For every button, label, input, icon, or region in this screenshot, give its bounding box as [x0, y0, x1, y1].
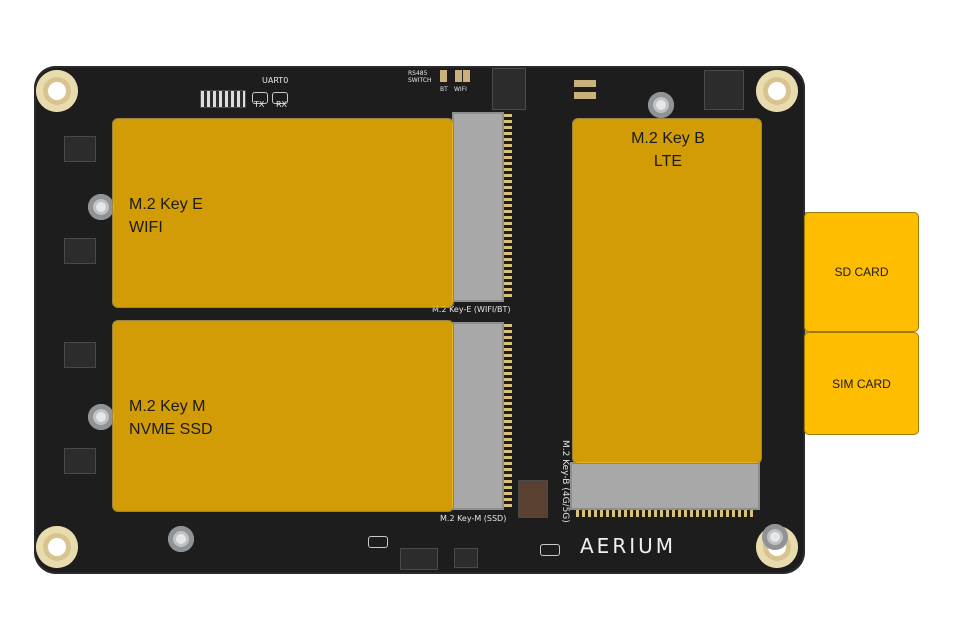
ic-left-3: [64, 342, 96, 368]
pad-4: [574, 80, 596, 87]
brand-logo: AERIUM: [580, 534, 677, 558]
ic-left-4: [64, 448, 96, 474]
standoff-2: [88, 404, 114, 430]
mounting-hole-top-left: [36, 70, 78, 112]
capacitor-3: [368, 536, 388, 548]
m2-key-m-slot: [452, 322, 504, 510]
standoff-3: [168, 526, 194, 552]
standoff-5: [762, 524, 788, 550]
silk-bt: BT: [440, 86, 448, 93]
module-key-m-title: M.2 Key M: [129, 398, 206, 415]
ic-left-1: [64, 136, 96, 162]
pad-2: [463, 70, 470, 82]
capacitor-4: [540, 544, 560, 556]
m2-key-m-pins: [504, 324, 512, 508]
module-key-b-subtitle: LTE: [653, 153, 683, 170]
module-key-e-wifi: M.2 Key E WIFI: [112, 118, 454, 308]
ic-bottom-1: [400, 548, 438, 570]
m2-key-b-pins: [576, 510, 756, 517]
mounting-hole-bottom-left: [36, 526, 78, 568]
standoff-4: [648, 92, 674, 118]
ic-bottom-2: [454, 548, 478, 568]
sd-card-tab: SD CARD: [804, 212, 919, 332]
capacitor-1: [252, 92, 268, 104]
module-key-e-title: M.2 Key E: [129, 196, 203, 213]
standoff-1: [88, 194, 114, 220]
ic-top-2: [704, 70, 744, 110]
module-key-m-subtitle: NVME SSD: [129, 421, 213, 438]
module-key-b-lte: M.2 Key B LTE: [572, 118, 762, 464]
m2-key-b-slot: [570, 462, 760, 510]
m2-key-e-pins: [504, 114, 512, 300]
m2-key-e-slot: [452, 112, 504, 302]
module-key-e-subtitle: WIFI: [129, 219, 163, 236]
ic-top-1: [492, 68, 526, 110]
silk-rs485-switch: RS485 SWITCH: [408, 70, 432, 84]
pad-5: [574, 92, 596, 99]
ic-left-2: [64, 238, 96, 264]
silk-tx: TX: [254, 100, 265, 109]
silk-key-e-slot: M.2 Key-E (WIFI/BT): [432, 305, 511, 314]
sd-card-label: SD CARD: [834, 265, 889, 279]
module-key-m-ssd: M.2 Key M NVME SSD: [112, 320, 454, 512]
sim-card-label: SIM CARD: [832, 376, 891, 391]
silk-key-m-slot: M.2 Key-M (SSD): [440, 514, 507, 523]
pad-1: [455, 70, 462, 82]
silk-key-b-slot: M.2 Key-B (4G/5G): [560, 440, 570, 523]
sim-card-tab: SIM CARD: [804, 332, 919, 435]
pad-3: [440, 70, 447, 82]
capacitor-2: [272, 92, 288, 104]
mounting-hole-top-right: [756, 70, 798, 112]
silk-rx: RX: [276, 100, 288, 109]
silk-uart0: UART0: [262, 76, 289, 85]
ic-bottom-3: [518, 480, 548, 518]
silk-wifi: WIFI: [454, 86, 467, 93]
module-key-b-title: M.2 Key B: [631, 130, 705, 147]
ic-top-3: [200, 90, 246, 108]
